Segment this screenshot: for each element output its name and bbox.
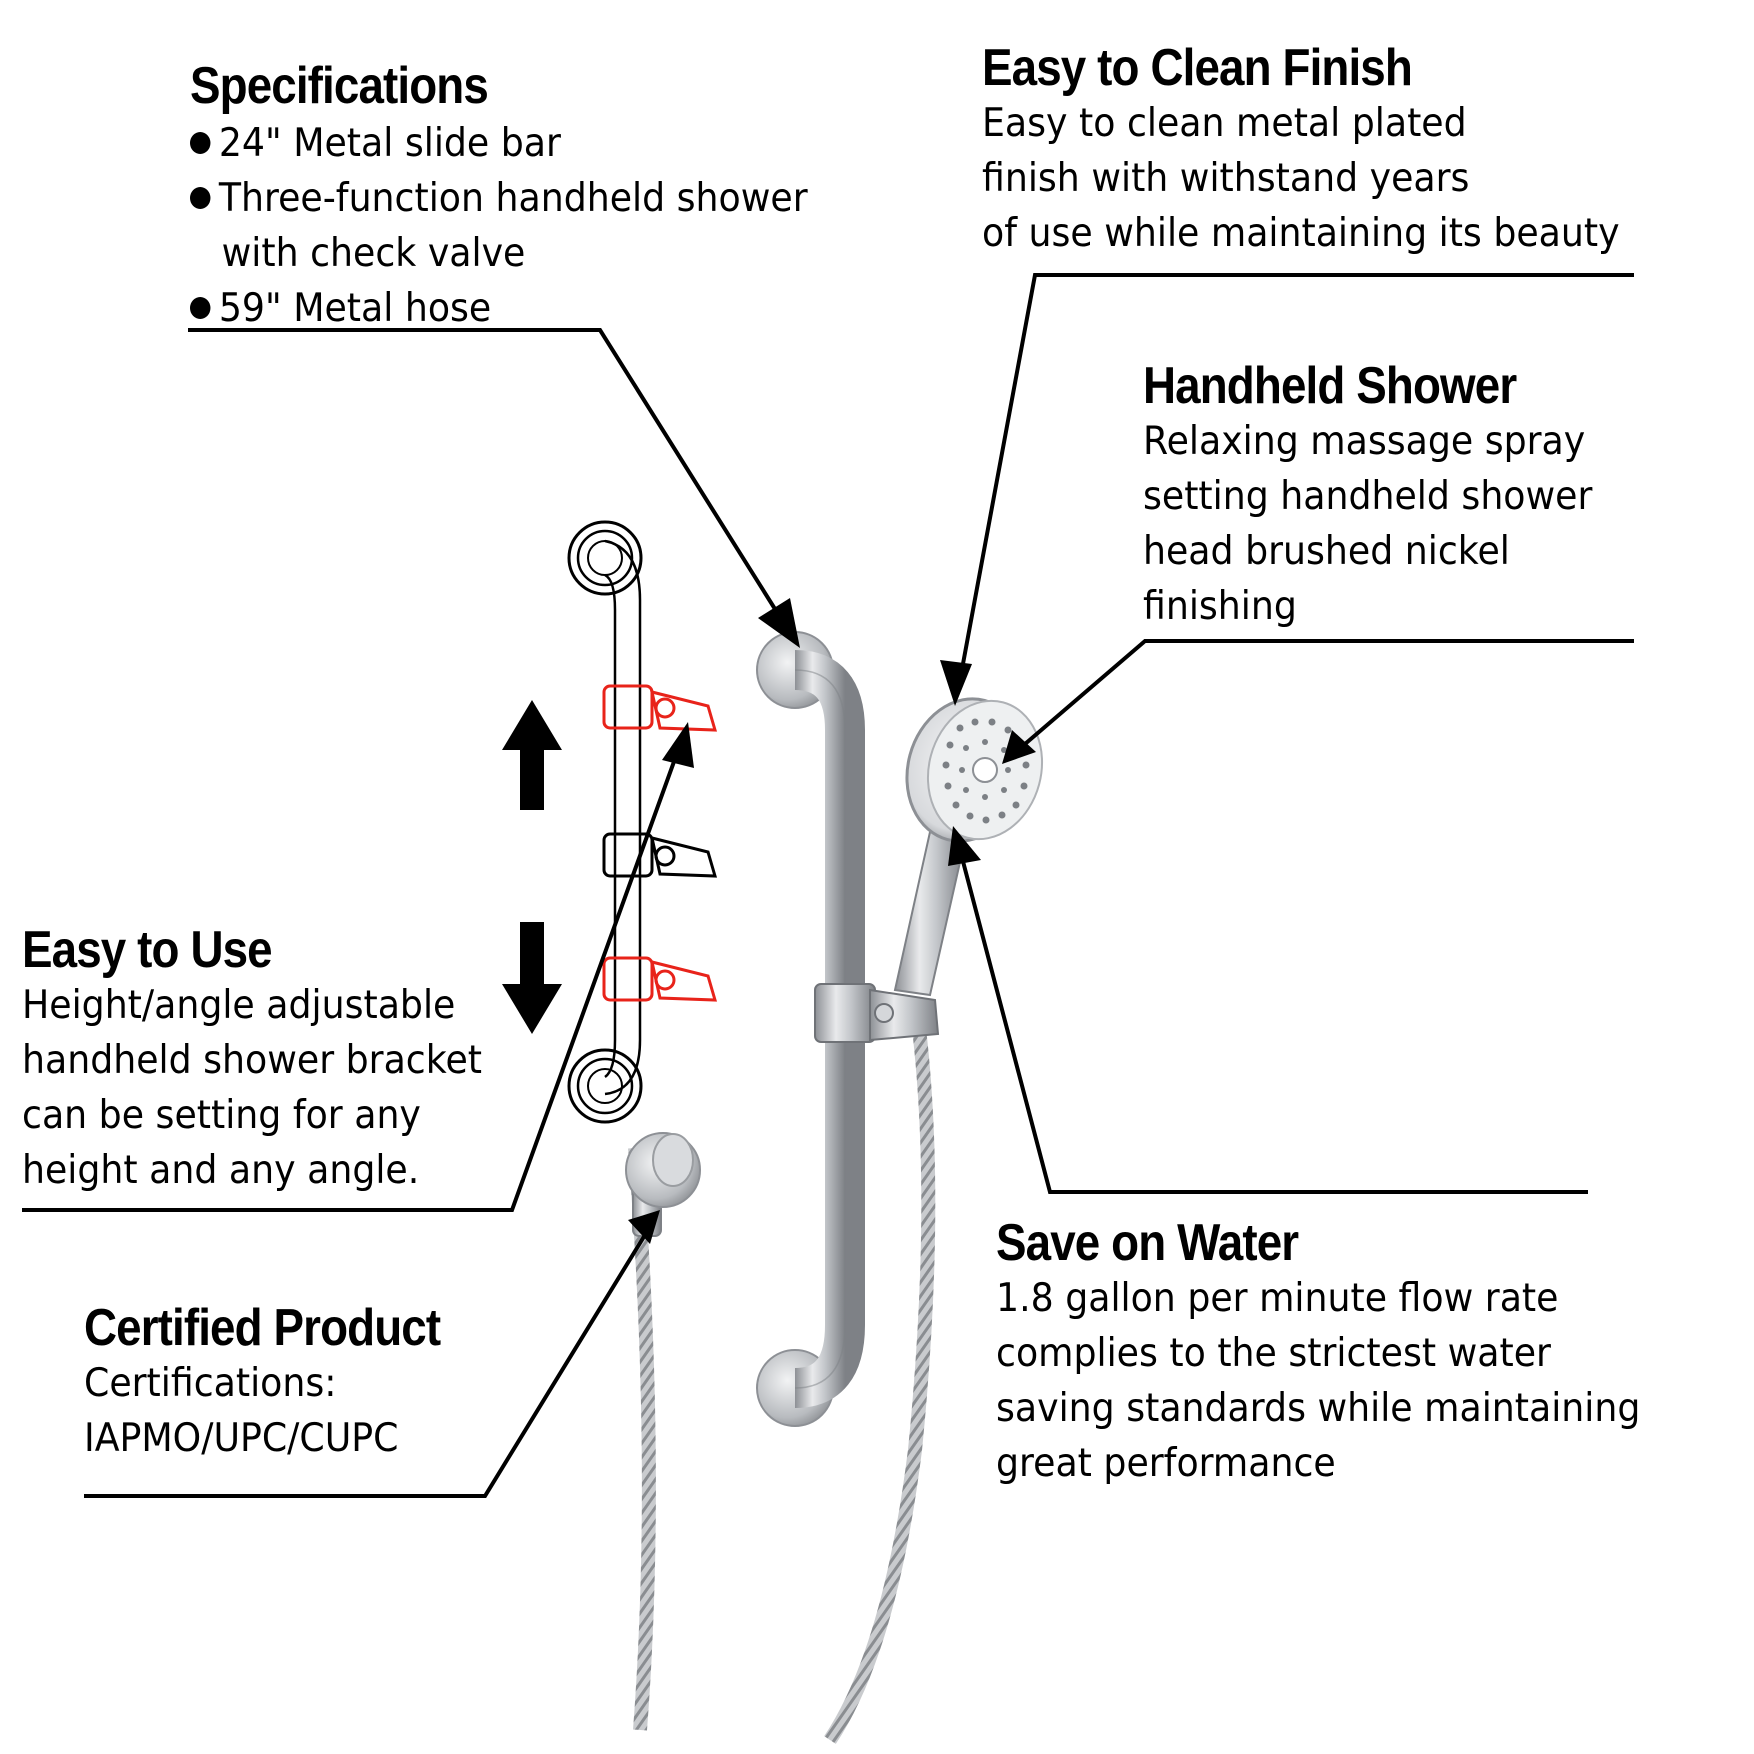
easy-use-line: Height/angle adjustable xyxy=(22,983,456,1028)
easy-clean-line: finish with withstand years xyxy=(982,156,1470,201)
save-water-section: Save on Water 1.8 gallon per minute flow… xyxy=(996,1215,1689,1491)
save-water-heading: Save on Water xyxy=(996,1214,1299,1272)
handheld-line: finishing xyxy=(1143,584,1297,629)
easy-use-line: can be setting for any xyxy=(22,1093,421,1138)
specifications-section: Specifications 24" Metal slide bar Three… xyxy=(190,58,854,336)
easy-clean-heading: Easy to Clean Finish xyxy=(982,39,1413,97)
bracket-bottom-red xyxy=(602,956,718,1002)
easy-use-line: height and any angle. xyxy=(22,1148,420,1193)
certified-line: Certifications: xyxy=(84,1361,337,1406)
bracket-top-red xyxy=(602,684,718,732)
save-water-line: 1.8 gallon per minute flow rate xyxy=(996,1276,1559,1321)
handheld-line: head brushed nickel xyxy=(1143,529,1510,574)
easy-to-use-section: Easy to Use Height/angle adjustable hand… xyxy=(22,922,517,1198)
leader-lines xyxy=(22,273,1634,1498)
handheld-shower-product xyxy=(893,697,1044,997)
spec-item-text: Three-function handheld shower xyxy=(218,176,808,221)
spec-item-handheld-cont: with check valve xyxy=(221,231,526,276)
spec-item-text: 24" Metal slide bar xyxy=(218,121,561,166)
certified-product-heading: Certified Product xyxy=(84,1299,441,1357)
up-arrow-icon xyxy=(502,700,562,810)
handheld-line: setting handheld shower xyxy=(1143,474,1593,519)
easy-clean-line: of use while maintaining its beauty xyxy=(982,211,1620,256)
arrow-heads xyxy=(628,598,1036,1244)
easy-clean-section: Easy to Clean Finish Easy to clean metal… xyxy=(982,40,1668,261)
easy-clean-line: Easy to clean metal plated xyxy=(982,101,1467,146)
handheld-shower-section: Handheld Shower Relaxing massage spray s… xyxy=(1143,358,1626,634)
shower-hose xyxy=(824,1019,936,1744)
certified-product-section: Certified Product Certifications: IAPMO/… xyxy=(84,1300,489,1466)
specifications-list: 24" Metal slide bar Three-function handh… xyxy=(190,116,808,336)
bullet-icon xyxy=(190,297,211,319)
spec-item-handheld: Three-function handheld shower xyxy=(190,171,808,226)
specifications-heading: Specifications xyxy=(190,57,489,115)
bullet-icon xyxy=(190,132,211,154)
save-water-line: saving standards while maintaining xyxy=(996,1386,1641,1431)
wall-supply-elbow xyxy=(625,1132,701,1731)
easy-to-use-heading: Easy to Use xyxy=(22,921,273,979)
handheld-shower-heading: Handheld Shower xyxy=(1143,357,1517,415)
easy-use-line: handheld shower bracket xyxy=(22,1038,483,1083)
down-arrow-icon xyxy=(502,922,562,1034)
spec-item-slide-bar: 24" Metal slide bar xyxy=(190,116,808,171)
handheld-line: Relaxing massage spray xyxy=(1143,419,1586,464)
slide-bar-outline-diagram xyxy=(502,520,718,1124)
sliding-bracket-holder xyxy=(814,983,940,1043)
spec-item-hose: 59" Metal hose xyxy=(190,281,808,336)
bracket-middle xyxy=(602,832,718,878)
save-water-line: great performance xyxy=(996,1441,1336,1486)
save-water-line: complies to the strictest water xyxy=(996,1331,1551,1376)
spec-item-text: 59" Metal hose xyxy=(218,286,492,331)
certified-line: IAPMO/UPC/CUPC xyxy=(84,1416,399,1461)
bullet-icon xyxy=(190,187,211,209)
slide-bar-product xyxy=(756,631,865,1427)
